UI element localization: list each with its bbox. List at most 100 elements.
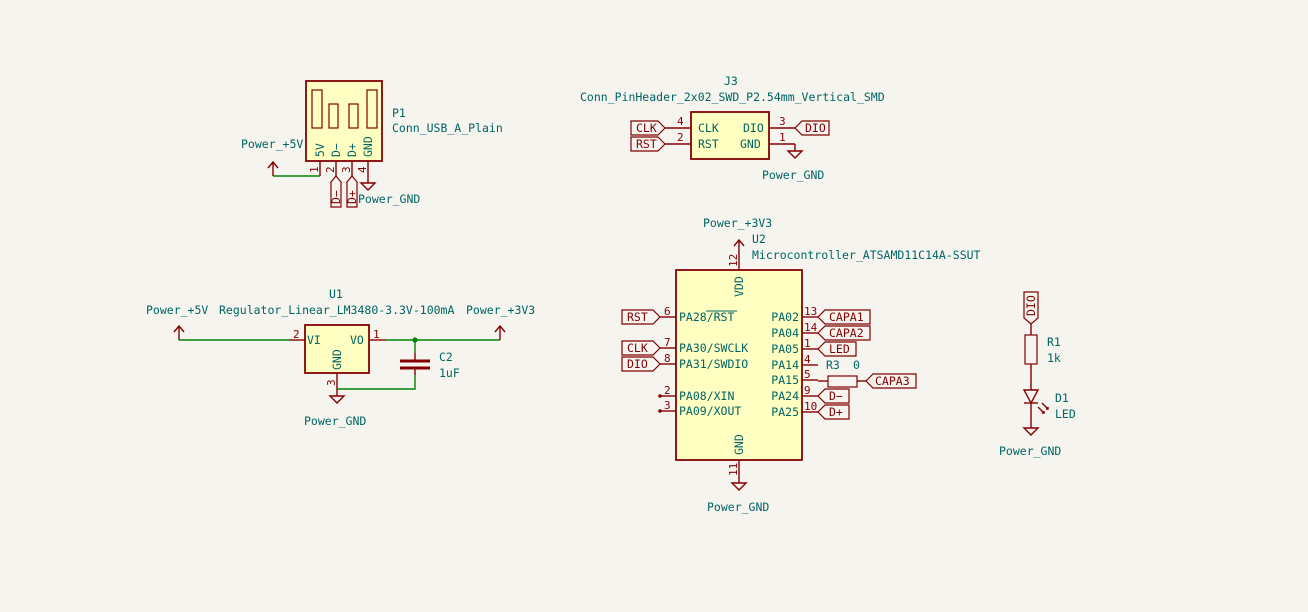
resistor-r3[interactable]: R3 0	[818, 358, 866, 388]
power-gnd-label: Power_GND	[999, 444, 1061, 458]
u1-value: Regulator_Linear_LM3480-3.3V-100mA	[219, 303, 454, 317]
u2-gnd-symbol[interactable]: Power_GND	[707, 476, 769, 514]
ground-icon	[730, 476, 748, 491]
u1-gnd-symbol[interactable]: Power_GND	[304, 389, 366, 428]
net-label-flag	[346, 175, 358, 208]
power-3v3-symbol-u1[interactable]: Power_+3V3	[466, 303, 535, 340]
net-label-text: DIO	[1024, 295, 1038, 316]
net-label-flag[interactable]	[621, 309, 661, 325]
r1-reference: R1	[1047, 335, 1061, 349]
regulator-u1[interactable]: U1 Regulator_Linear_LM3480-3.3V-100mA 2 …	[219, 287, 454, 389]
net-label-text: DIO	[627, 357, 648, 371]
net-label-flag[interactable]	[621, 356, 661, 372]
u2-pin-name: PA08/XIN	[679, 389, 734, 403]
j3-reference: J3	[724, 74, 738, 88]
j3-gnd-symbol[interactable]: Power_GND	[762, 144, 824, 182]
capacitor-c2[interactable]: C2 1uF	[400, 350, 460, 380]
u2-pin-name: PA30/SWCLK	[679, 341, 748, 355]
net-label-text: D−	[829, 389, 843, 403]
u2-pin-number: 2	[664, 384, 671, 397]
j3-pin-number: 2	[677, 131, 684, 144]
p1-contact-inner-right	[348, 103, 359, 129]
p1-pin-name: D−	[329, 143, 343, 157]
u2-reference: U2	[752, 232, 766, 246]
net-label-text: CAPA2	[829, 326, 864, 340]
j3-pin-number: 3	[779, 115, 786, 128]
p1-pin-number: 1	[308, 166, 321, 173]
ground-icon	[1022, 425, 1040, 436]
net-label-text: D+	[345, 190, 359, 204]
microcontroller-u2[interactable]: U2 Microcontroller_ATSAMD11C14A-SSUT 12 …	[621, 232, 981, 476]
resistor-r1[interactable]: R1 1k	[1024, 324, 1061, 390]
led-d1[interactable]: D1 LED	[1022, 389, 1076, 425]
net-label-text: RST	[627, 310, 648, 324]
u2-pin-number: 14	[804, 321, 818, 334]
u2-pin-number: 12	[727, 254, 740, 267]
u2-pin-number: 6	[664, 305, 671, 318]
net-label-flag[interactable]	[621, 340, 661, 356]
net-label-d-minus-p1[interactable]: D−	[329, 175, 343, 208]
r3-reference: R3	[826, 358, 840, 372]
net-label-flag[interactable]	[817, 309, 871, 325]
power-gnd-label: Power_GND	[762, 168, 824, 182]
r1-body	[1024, 334, 1038, 365]
u1-pin-name: GND	[330, 349, 344, 370]
d1-gnd-symbol[interactable]: Power_GND	[999, 425, 1061, 458]
net-label-flag[interactable]	[817, 404, 850, 420]
net-label-flag[interactable]	[817, 325, 871, 341]
led-icon	[1022, 389, 1040, 405]
u2-pin-name: PA14	[771, 358, 799, 372]
net-label-rst-j3[interactable]: RST	[630, 136, 666, 152]
power-5v-label: Power_+5V	[241, 137, 303, 151]
u1-pin-name: VI	[307, 333, 321, 347]
net-label-flag[interactable]	[817, 388, 850, 404]
r1-value: 1k	[1047, 351, 1061, 365]
net-label-clk-j3[interactable]: CLK	[630, 120, 666, 136]
p1-value: Conn_USB_A_Plain	[392, 121, 503, 135]
net-label-dio-j3[interactable]: DIO	[794, 120, 830, 136]
p1-pin-number: 4	[356, 166, 369, 173]
j3-pin-number: 4	[677, 115, 684, 128]
u2-pin-number: 4	[804, 353, 811, 366]
usb-connector-p1[interactable]: 5V D− D+ GND 1 2 3 4 P1 Conn_USB_A_Plain	[305, 80, 503, 176]
u2-pin-number: 11	[727, 463, 740, 476]
u2-pin-name: PA28/RST	[679, 310, 734, 324]
power-arrow-icon	[173, 324, 185, 340]
swd-header-j3[interactable]: J3 Conn_PinHeader_2x02_SWD_P2.54mm_Verti…	[580, 74, 885, 160]
u2-pin-name: PA31/SWDIO	[679, 357, 748, 371]
d1-reference: D1	[1055, 391, 1069, 405]
j3-pin-name: DIO	[743, 121, 764, 135]
u2-pin-number: 7	[664, 336, 671, 349]
u2-pin-number: 1	[804, 337, 811, 350]
power-3v3-label: Power_+3V3	[466, 303, 535, 317]
unconnected-pin-dot	[658, 394, 662, 398]
u2-pin-name: PA24	[771, 389, 799, 403]
p1-reference: P1	[392, 106, 406, 120]
net-label-flag	[630, 136, 666, 152]
led-emission-arrow	[1041, 402, 1049, 410]
power-3v3-symbol-u2[interactable]: Power_+3V3	[703, 216, 772, 254]
power-5v-symbol-u1[interactable]: Power_+5V	[146, 303, 208, 340]
u2-pin-number: 8	[664, 352, 671, 365]
net-label-d-plus-p1[interactable]: D+	[345, 175, 359, 208]
power-gnd-label: Power_GND	[707, 500, 769, 514]
c2-reference: C2	[439, 350, 453, 364]
power-5v-symbol-p1[interactable]: Power_+5V	[241, 137, 303, 176]
p1-gnd-symbol[interactable]: Power_GND	[358, 176, 420, 206]
u1-reference: U1	[329, 287, 343, 301]
net-label-capa3[interactable]: CAPA3	[865, 373, 917, 389]
ground-icon	[786, 144, 804, 159]
net-label-text: LED	[829, 342, 850, 356]
u1-body	[304, 324, 370, 374]
c2-value: 1uF	[439, 366, 460, 380]
p1-pin-name: D+	[345, 143, 359, 157]
u2-pin-number: 13	[804, 305, 817, 318]
net-label-dio-r1[interactable]: DIO	[1023, 291, 1039, 325]
net-label-flag[interactable]	[817, 341, 857, 357]
power-5v-label: Power_+5V	[146, 303, 208, 317]
net-label-text: D+	[829, 405, 843, 419]
u2-pin-name: VDD	[732, 276, 746, 297]
power-gnd-label: Power_GND	[358, 192, 420, 206]
